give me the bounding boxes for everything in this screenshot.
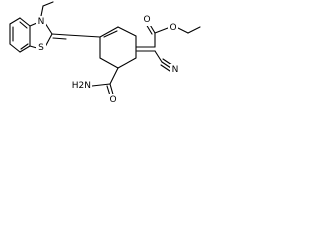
bond-exocyclic-double-a (51, 33, 68, 36)
atom-s-ring: S (38, 43, 44, 53)
bond-thiazole-s-c2 (44, 33, 53, 48)
bond-benzo-2 (9, 43, 21, 53)
bond-nitrile-triple-1 (161, 61, 172, 69)
bond-ethyl-2 (42, 1, 54, 7)
bond-amide-c-n (91, 83, 111, 87)
bond-ring-5 (99, 57, 119, 69)
bond-benzo-5 (19, 17, 31, 27)
bond-ester-o-ch2 (177, 27, 189, 34)
bond-thiazole-n-c2 (44, 22, 53, 35)
bond-thiazole-c-s (29, 45, 38, 49)
bond-ring-1 (99, 26, 119, 38)
atom-n-ring: N (38, 17, 45, 27)
atom-nh2: H2N (72, 81, 91, 91)
atom-n-nitrile: N (172, 65, 179, 75)
bond-nitrile-c-c (154, 50, 163, 63)
bond-amide-ring-c (109, 67, 119, 85)
bond-ring-1-inner (103, 30, 118, 38)
atom-labels: N S O O H2N O N (36, 14, 180, 106)
bond-vinyl (66, 34, 101, 38)
bond-benzo-3 (19, 45, 31, 53)
bonds (9, 1, 201, 100)
molecule-structure: N S O O H2N O N (9, 1, 201, 106)
bond-ester-c-o (154, 27, 169, 34)
bond-thiazole-c-n (29, 22, 38, 27)
bond-benzo-6 (9, 17, 21, 25)
bond-ethyl-1 (40, 5, 44, 17)
bond-benzo-inner-3 (19, 21, 28, 29)
bond-benzo-inner-2 (20, 43, 29, 50)
atom-o-carbonyl: O (143, 15, 150, 25)
bond-ring-2 (117, 26, 137, 37)
bond-exocyclic-double-b (52, 37, 67, 40)
atom-o-amide: O (109, 95, 116, 105)
bond-ester-ch2-ch3 (187, 26, 201, 34)
bond-ring-4 (117, 57, 137, 69)
atom-o-ester: O (169, 23, 176, 33)
bond-nitrile-triple-2 (160, 64, 171, 72)
